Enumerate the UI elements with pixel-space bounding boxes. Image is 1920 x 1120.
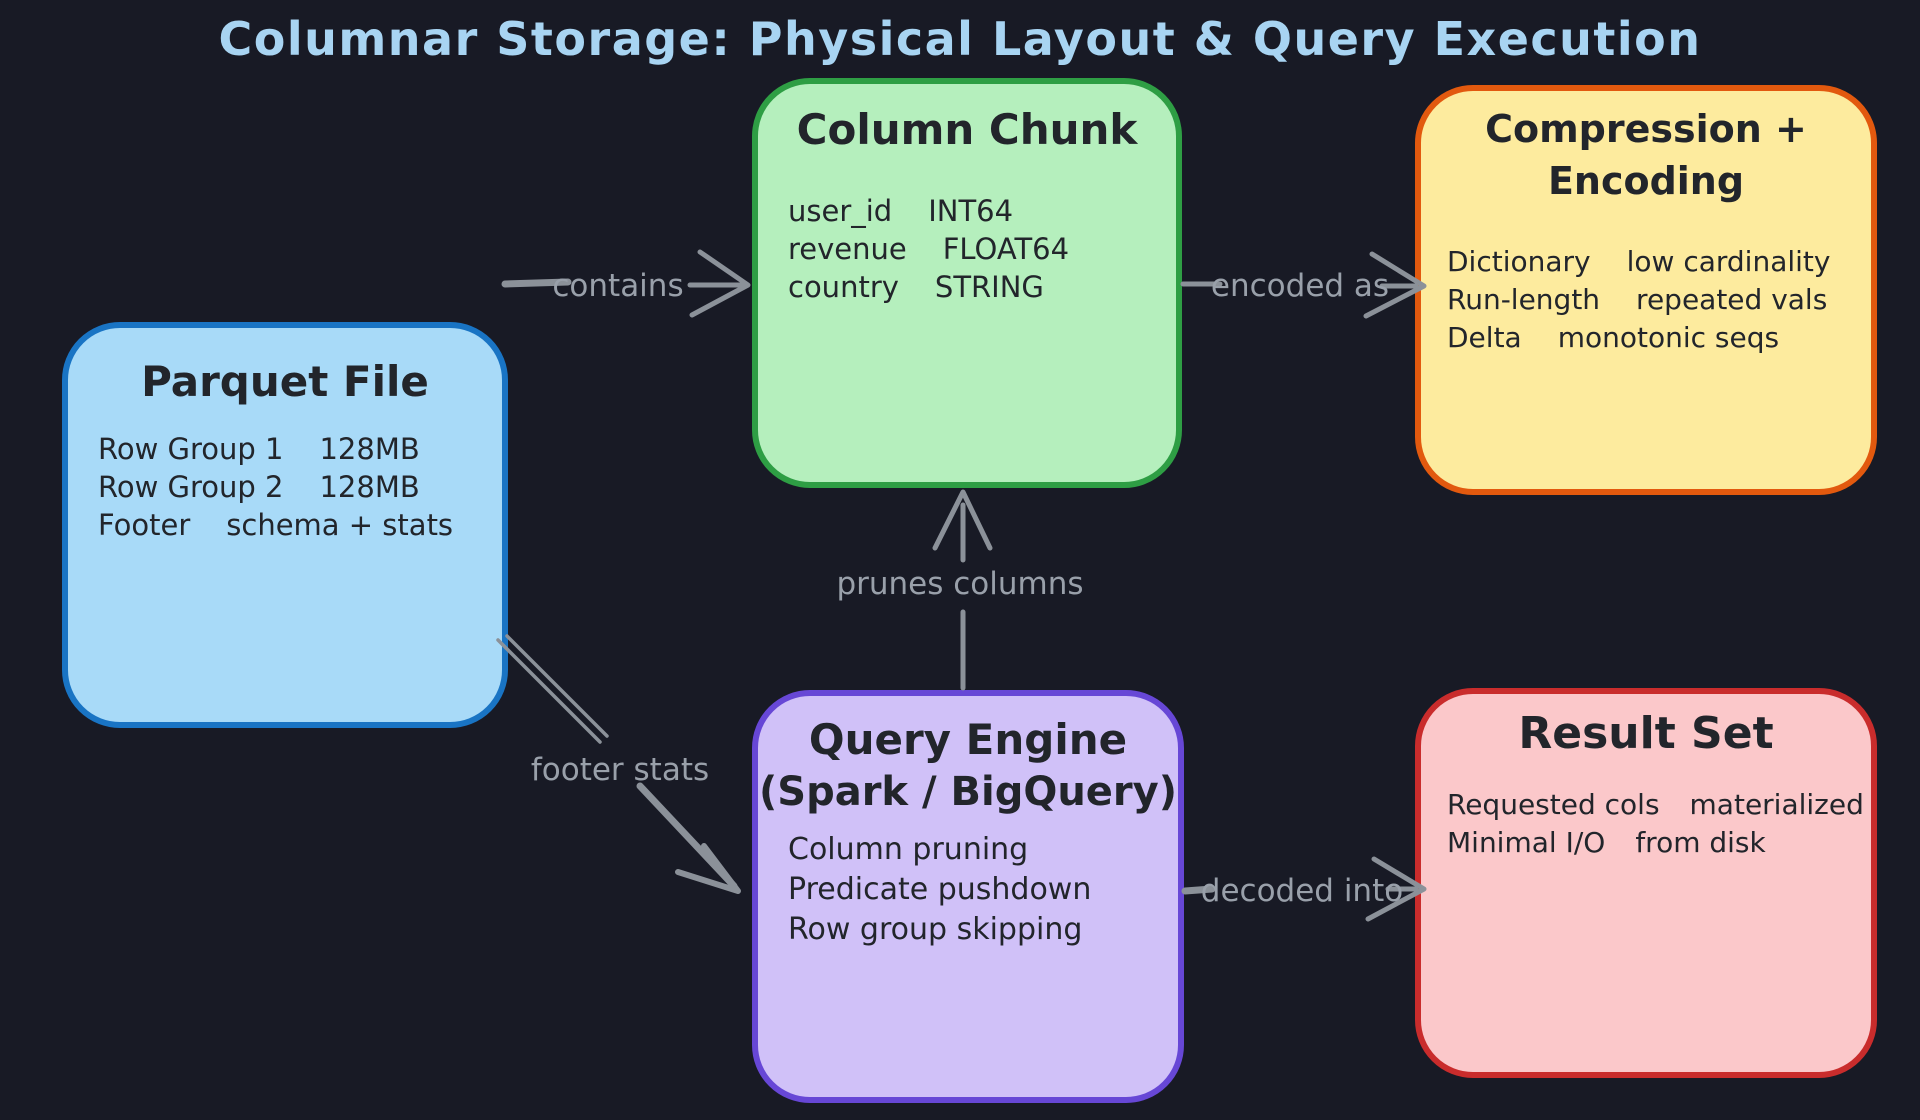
row-name: Dictionary [1447, 245, 1591, 278]
diagram-title: Columnar Storage: Physical Layout & Quer… [218, 12, 1702, 66]
node-row: Requested cols materialized [1447, 786, 1871, 824]
row-name: Minimal I/O [1447, 826, 1606, 859]
decoded-into-arrow-label: decoded into [1201, 873, 1403, 909]
row-name: Run-length [1447, 283, 1601, 316]
encoded-as-arrow[interactable]: encoded as [1180, 251, 1427, 319]
row-value: monotonic seqs [1557, 321, 1780, 354]
encoded-as-arrow-label: encoded as [1211, 268, 1389, 304]
contains-arrow-label: contains [552, 268, 683, 304]
row-name: user_id [788, 194, 893, 228]
node-row: Column pruning [788, 830, 1178, 870]
row-name: Delta [1447, 321, 1522, 354]
row-name: Row Group 1 [98, 432, 284, 466]
node-row: Footer schema + stats [98, 506, 502, 544]
node-parquet-file[interactable]: Parquet File Row Group 1 128MB Row Group… [62, 322, 508, 728]
node-row: revenue FLOAT64 [788, 230, 1176, 268]
footer-stats-arrow[interactable]: footer stats [496, 634, 741, 894]
node-row: Predicate pushdown [788, 870, 1178, 910]
node-row: Dictionary low cardinality [1447, 243, 1871, 281]
node-row: country STRING [788, 268, 1176, 306]
node-row: Row Group 1 128MB [98, 430, 502, 468]
row-value: INT64 [928, 194, 1014, 228]
node-row: Delta monotonic seqs [1447, 319, 1871, 357]
footer-stats-arrow-label: footer stats [531, 752, 709, 788]
row-name: Requested cols [1447, 788, 1660, 821]
node-compression-encoding[interactable]: Compression + Encoding Dictionary low ca… [1415, 85, 1877, 495]
row-value: STRING [934, 270, 1044, 304]
node-rows: Requested cols materialized Minimal I/O … [1421, 786, 1871, 862]
row-text: Column pruning [788, 832, 1029, 867]
node-title: Result Set [1518, 708, 1774, 759]
node-row: Minimal I/O from disk [1447, 824, 1871, 862]
row-value: repeated vals [1636, 283, 1828, 316]
row-name: country [788, 270, 899, 304]
row-value: from disk [1635, 826, 1766, 859]
node-rows: user_id INT64 revenue FLOAT64 country ST… [758, 192, 1176, 306]
node-row: Row Group 2 128MB [98, 468, 502, 506]
node-row: user_id INT64 [788, 192, 1176, 230]
row-value: FLOAT64 [942, 232, 1070, 266]
node-query-engine[interactable]: Query Engine (Spark / BigQuery) Column p… [752, 690, 1184, 1103]
row-text: Row group skipping [788, 912, 1083, 947]
node-rows: Row Group 1 128MB Row Group 2 128MB Foot… [68, 430, 502, 544]
row-value: 128MB [319, 470, 420, 504]
row-value: schema + stats [226, 508, 454, 542]
row-value: low cardinality [1626, 245, 1831, 278]
row-name: revenue [788, 232, 907, 266]
node-column-chunk[interactable]: Column Chunk user_id INT64 revenue FLOAT… [752, 78, 1182, 488]
row-text: Predicate pushdown [788, 872, 1092, 907]
prunes-columns-arrow[interactable]: prunes columns [836, 489, 1084, 691]
node-row: Row group skipping [788, 910, 1178, 950]
node-title: Compression + Encoding [1485, 107, 1807, 203]
row-name: Row Group 2 [98, 470, 284, 504]
node-subtitle: (Spark / BigQuery) [758, 769, 1178, 815]
node-row: Run-length repeated vals [1447, 281, 1871, 319]
node-result-set[interactable]: Result Set Requested cols materialized M… [1415, 688, 1877, 1078]
node-title: Query Engine [808, 715, 1128, 764]
row-name: Footer [98, 508, 191, 542]
row-value: materialized [1689, 788, 1864, 821]
node-title: Column Chunk [796, 105, 1138, 154]
node-rows: Column pruning Predicate pushdown Row gr… [758, 830, 1178, 950]
node-rows: Dictionary low cardinality Run-length re… [1421, 243, 1871, 357]
prunes-columns-arrow-label: prunes columns [836, 566, 1083, 602]
contains-arrow[interactable]: contains [501, 249, 751, 318]
node-title: Parquet File [141, 357, 429, 406]
row-value: 128MB [319, 432, 420, 466]
decoded-into-arrow[interactable]: decoded into [1181, 856, 1427, 922]
